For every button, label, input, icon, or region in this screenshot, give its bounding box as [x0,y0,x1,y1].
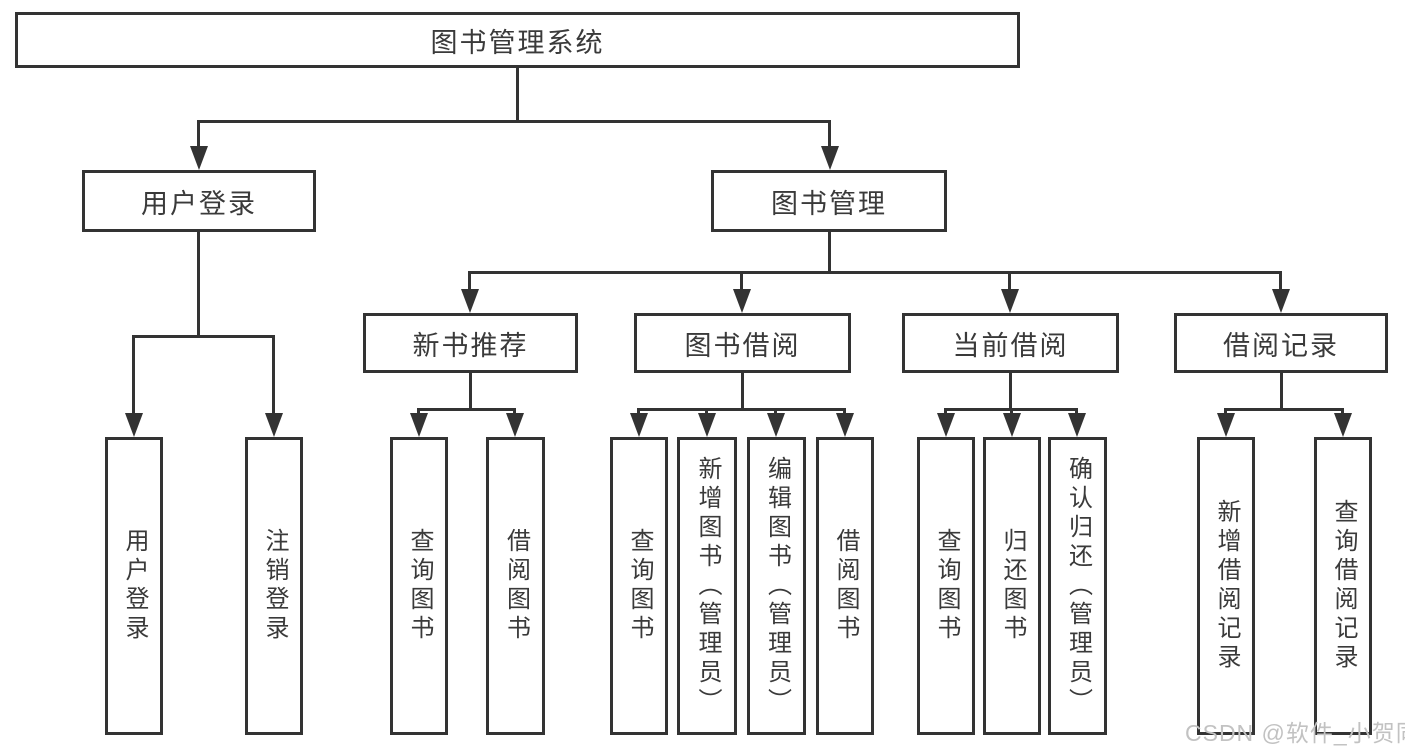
connector-book-borrow-hline [637,408,846,411]
connector-arrow-add-book [705,408,708,413]
leaf-confirm-return-admin: 确认归还（管理员） [1048,437,1107,735]
node-new-book-recommend-label: 新书推荐 [412,330,529,361]
connector-arrow-current-borrow [1008,271,1011,289]
node-borrow-record: 借阅记录 [1174,313,1388,373]
node-book-borrow-label: 图书借阅 [684,330,801,361]
node-current-borrow: 当前借阅 [902,313,1119,373]
connector-root-hline [197,120,831,123]
connector-arrow-borrow-record [1279,271,1282,289]
leaf-query-book-1-label: 查询图书 [405,528,433,644]
connector-current-borrow-vline [1009,373,1012,411]
node-book-management-label: 图书管理 [771,188,887,219]
connector-arrow-book-borrow [740,271,743,289]
leaf-query-book-2-label: 查询图书 [625,528,653,644]
connector-arrow-borrow-book-1 [513,408,516,413]
connector-book-borrow-vline [741,373,744,411]
node-borrow-record-label: 借阅记录 [1223,330,1339,361]
connector-new-book-vline [469,373,472,411]
connector-arrow-new-book-recommend [468,271,471,289]
node-root-label: 图书管理系统 [430,27,605,58]
leaf-return-book-label: 归还图书 [998,528,1026,644]
leaf-return-book: 归还图书 [983,437,1041,735]
leaf-confirm-return-admin-label: 确认归还（管理员） [1064,455,1092,717]
connector-arrow-query-book-1 [417,408,420,413]
node-user-login: 用户登录 [82,170,316,232]
connector-arrow-confirm-return [1075,408,1078,413]
connector-arrow-borrow-book-2 [843,408,846,413]
leaf-borrow-book-2-label: 借阅图书 [831,528,859,644]
leaf-borrow-book-1-label: 借阅图书 [502,528,530,644]
connector-arrow-query-book-2 [637,408,640,413]
connector-book-management-hline [468,271,1282,274]
connector-arrow-leaf-logout [272,335,275,413]
connector-borrow-record-vline [1280,373,1283,411]
node-book-management: 图书管理 [711,170,947,232]
leaf-user-login: 用户登录 [105,437,163,735]
leaf-add-book-admin-label: 新增图书（管理员） [693,455,721,717]
connector-user-login-hline [132,335,275,338]
csdn-watermark: CSDN @软件_小贺同学 [1185,720,1405,746]
leaf-logout-label: 注销登录 [260,528,288,644]
leaf-query-book-1: 查询图书 [390,437,448,735]
connector-arrow-leaf-user-login [132,335,135,413]
leaf-borrow-book-1: 借阅图书 [486,437,545,735]
connector-arrow-add-record [1224,408,1227,413]
connector-user-login-vline [197,232,200,338]
connector-book-management-vline [828,232,831,274]
node-root: 图书管理系统 [15,12,1020,68]
node-book-borrow: 图书借阅 [634,313,851,373]
leaf-logout: 注销登录 [245,437,303,735]
node-current-borrow-label: 当前借阅 [952,330,1069,361]
leaf-user-login-label: 用户登录 [120,528,148,644]
leaf-add-borrow-record-label: 新增借阅记录 [1212,499,1240,673]
leaf-add-borrow-record: 新增借阅记录 [1197,437,1255,735]
connector-new-book-hline [417,408,516,411]
connector-root-vline [516,68,519,121]
leaf-query-borrow-record: 查询借阅记录 [1314,437,1372,735]
leaf-edit-book-admin-label: 编辑图书（管理员） [763,455,791,717]
node-new-book-recommend: 新书推荐 [363,313,578,373]
connector-arrow-book-management [828,120,831,146]
leaf-borrow-book-2: 借阅图书 [816,437,874,735]
connector-arrow-edit-book [774,408,777,413]
leaf-add-book-admin: 新增图书（管理员） [677,437,737,735]
leaf-query-book-3-label: 查询图书 [932,528,960,644]
leaf-query-borrow-record-label: 查询借阅记录 [1329,499,1357,673]
connector-arrow-return-book [1010,408,1013,413]
connector-arrow-user-login [197,120,200,146]
connector-borrow-record-hline [1224,408,1344,411]
leaf-edit-book-admin: 编辑图书（管理员） [747,437,806,735]
connector-arrow-query-book-3 [944,408,947,413]
node-user-login-label: 用户登录 [141,188,257,219]
leaf-query-book-2: 查询图书 [610,437,668,735]
connector-arrow-query-record [1341,408,1344,413]
leaf-query-book-3: 查询图书 [917,437,975,735]
